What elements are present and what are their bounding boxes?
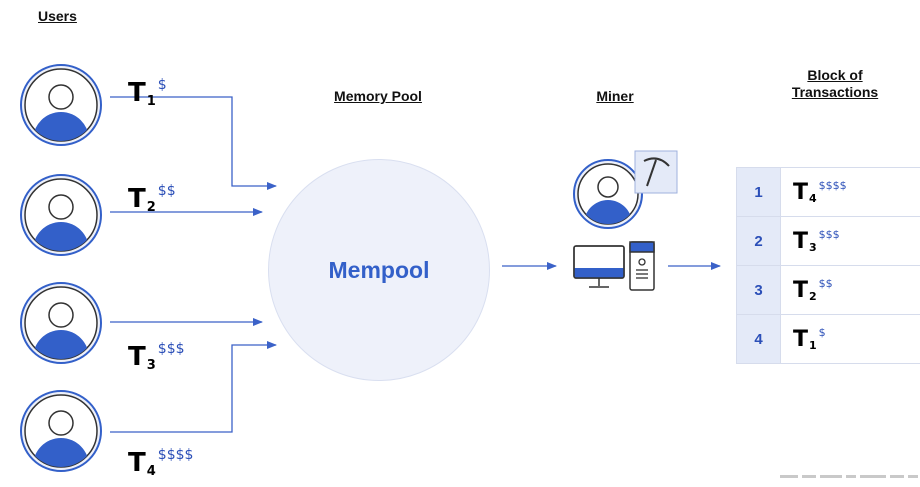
miner-heading: Miner <box>596 88 634 104</box>
mempool-label: Mempool <box>328 256 430 283</box>
user-avatar-icon <box>20 64 102 146</box>
user-transaction-label: T4$$$$ <box>128 447 194 479</box>
user-transaction-label: T1$ <box>128 77 167 109</box>
block-row: 3 T2$$ <box>736 266 920 315</box>
block-row: 1 T4$$$$ <box>736 167 920 217</box>
users-heading: Users <box>38 8 77 24</box>
desktop-computer-icon <box>573 241 655 291</box>
user-transaction-label: T2$$ <box>128 183 176 215</box>
block-of-transactions: 1 T4$$$$ 2 T3$$$ 3 T2$$ 4 T1$ <box>736 167 920 364</box>
block-heading-line1: Block of <box>807 67 863 83</box>
pickaxe-icon <box>634 150 678 194</box>
block-row-transaction: T1$ <box>793 326 826 352</box>
user4-arrow <box>110 341 277 433</box>
watermark-mark <box>780 475 918 478</box>
user-transaction-label: T3$$$ <box>128 341 185 373</box>
block-row: 4 T1$ <box>736 315 920 364</box>
user1-arrow <box>110 96 277 190</box>
memory-pool-heading: Memory Pool <box>334 88 422 104</box>
block-row-transaction: T3$$$ <box>793 228 840 254</box>
miner-avatar-icon <box>573 159 643 229</box>
block-row-transaction: T2$$ <box>793 277 833 303</box>
block-row-transaction: T4$$$$ <box>793 179 847 205</box>
block-heading-line2: Transactions <box>791 84 879 100</box>
block-heading: Block of Transactions <box>770 67 900 101</box>
user-avatar-icon <box>20 174 102 256</box>
user-avatar-icon <box>20 282 102 364</box>
block-row-number: 1 <box>736 168 781 216</box>
mempool-circle: Mempool <box>268 159 490 381</box>
block-row: 2 T3$$$ <box>736 217 920 266</box>
block-row-number: 2 <box>736 217 781 265</box>
block-row-number: 4 <box>736 315 781 363</box>
user-avatar-icon <box>20 390 102 472</box>
block-row-number: 3 <box>736 266 781 314</box>
